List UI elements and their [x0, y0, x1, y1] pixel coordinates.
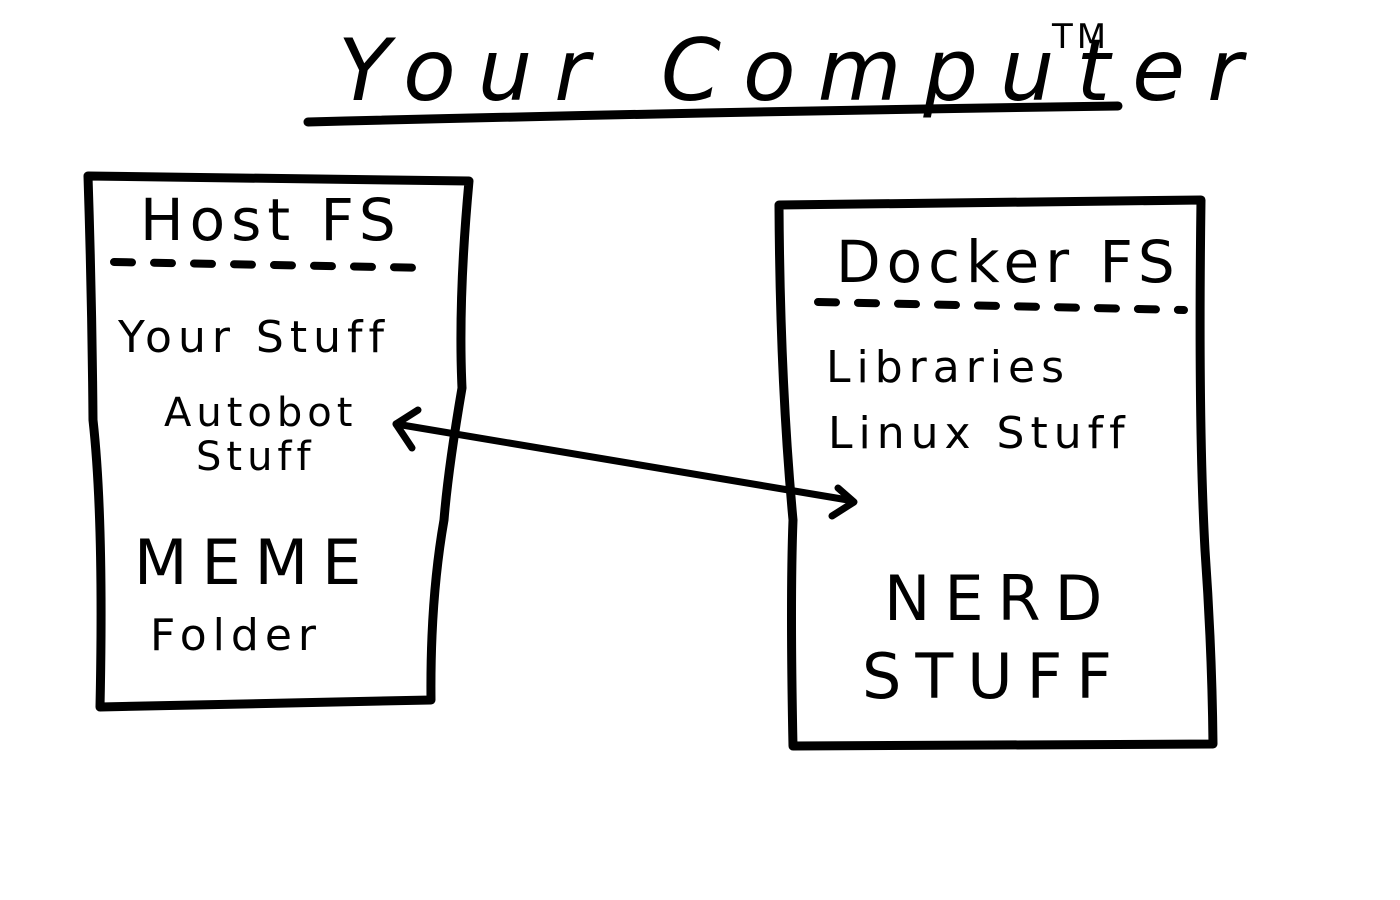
title-underline: [303, 101, 1123, 127]
host-fs-item-your-stuff: Your Stuff: [117, 312, 390, 363]
sync-arrow-head-left: [392, 406, 422, 452]
docker-fs-box: Docker FS Libraries Linux Stuff NERD STU…: [774, 195, 1218, 751]
host-fs-meme: MEME: [134, 526, 375, 599]
host-fs-border: [83, 171, 474, 712]
sync-arrow-head-right: [828, 484, 858, 520]
sync-arrow-line: [392, 420, 852, 504]
docker-fs-title: Docker FS: [836, 228, 1181, 296]
sync-arrow: [392, 406, 858, 520]
docker-fs-item-linux-stuff: Linux Stuff: [828, 408, 1131, 459]
docker-fs-item-libraries: Libraries: [826, 342, 1070, 393]
host-fs-box: Host FS Your Stuff Autobot Stuff MEME Fo…: [83, 171, 474, 712]
host-fs-folder: Folder: [150, 610, 322, 661]
host-fs-title: Host FS: [140, 186, 402, 254]
docker-fs-border: [774, 195, 1218, 751]
title-group: Your Computer TM: [303, 17, 1264, 127]
trademark-mark: TM: [1051, 17, 1110, 57]
host-fs-item-autobot: Autobot: [164, 390, 357, 436]
docker-fs-nerd: NERD: [884, 562, 1116, 635]
host-fs-item-autobot-stuff: Stuff: [196, 434, 316, 480]
docker-fs-stuff: STUFF: [862, 640, 1126, 713]
diagram-title: Your Computer: [338, 21, 1264, 121]
host-fs-divider: [110, 258, 436, 272]
docker-fs-divider: [814, 298, 1188, 314]
